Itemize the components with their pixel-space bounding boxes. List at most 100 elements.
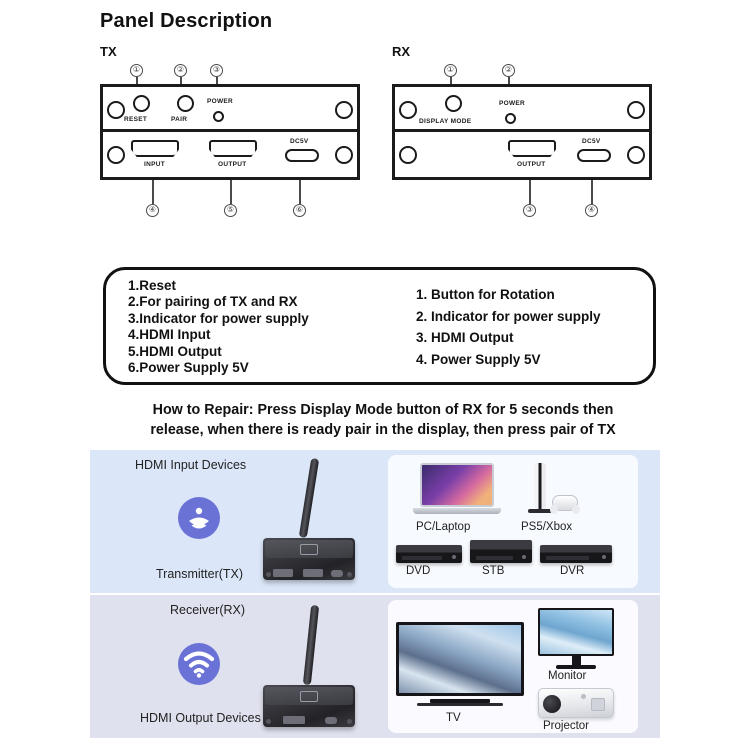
output-label: OUTPUT [218,161,247,168]
list-item: 4.HDMI Input [128,327,211,343]
device-top-surface [265,540,353,558]
hdmi-output-port-graphic [508,140,556,157]
indicator-dot [522,555,526,559]
rx-label: RX [392,44,411,59]
rx-legend-column: 1. Button for Rotation 2. Indicator for … [416,284,601,370]
laptop-base [413,508,501,514]
screw-hole [399,101,417,119]
screw-hole [107,146,125,164]
tx-device-body: RESET PAIR POWER INPUT OUTPUT DC5V [100,84,360,180]
tx-legend-column: 1.Reset 2.For pairing of TX and RX 3.Ind… [128,278,309,376]
projector-lens [543,695,561,713]
list-item: 2. Indicator for power supply [416,308,601,324]
receiver-heading: Receiver(RX) [170,603,246,617]
power-label: POWER [207,98,234,105]
how-to-repair-note: How to Repair: Press Display Mode button… [103,400,663,440]
receiver-pane: Receiver(RX) HDMI Output Devices [90,595,380,738]
console-body [534,463,546,509]
reset-label: RESET [124,116,148,123]
screw-hole [107,101,125,119]
callout-2: ② [174,64,187,77]
antenna-graphic [298,457,320,539]
ps5-xbox-label: PS5/Xbox [521,521,573,533]
stb-label: STB [482,565,505,577]
display-mode-label: DISPLAY MODE [419,118,472,125]
dc-power-port-graphic [577,149,611,162]
callout-4: ④ [146,204,159,217]
tv-stand [430,699,490,703]
projector-label: Projector [543,720,590,732]
tx-label: TX [100,44,117,59]
display-mode-button-graphic [445,95,462,112]
hdmi-output-devices-caption: HDMI Output Devices [140,711,261,725]
list-item: 5.HDMI Output [128,343,222,359]
cast-icon [178,497,220,539]
power-led-graphic [505,113,516,124]
input-label: INPUT [144,161,165,168]
screw-dot [347,572,352,577]
hdmi-input-port-graphic [131,140,179,157]
rx-front-face: DISPLAY MODE POWER [392,84,652,132]
transmitter-device-photo [255,456,375,588]
callout-4: ④ [585,204,598,217]
power-led-graphic [213,111,224,122]
callout-2: ② [502,64,515,77]
indicator-dot [452,555,456,559]
projector-vent [591,698,605,711]
projector-knob [581,694,586,699]
hdmi-port-graphic [303,569,323,577]
front-panel-strip [546,556,590,560]
callout-line-4 [591,180,593,204]
callout-3: ③ [210,64,223,77]
power-label: POWER [499,100,526,107]
callout-line-4 [152,180,154,204]
page-title: Panel Description [100,10,273,32]
screw-hole [335,101,353,119]
device-logo [300,691,318,702]
how-to-repair-line-2: release, when there is ready pair in the… [150,422,616,438]
dc-label: DC5V [290,138,309,145]
pair-label: PAIR [171,116,188,123]
output-label: OUTPUT [517,161,546,168]
reset-button-graphic [133,95,150,112]
hdmi-port-graphic [283,716,305,724]
input-devices-card: PC/Laptop PS5/Xbox DVD STB [388,455,638,588]
tv-screen [396,622,524,696]
receiver-body-graphic [263,685,355,727]
hdmi-port-graphic [273,569,293,577]
how-to-repair-line-1: How to Repair: Press Display Mode button… [152,402,614,418]
dc-port-graphic [325,717,337,724]
tx-front-face: RESET PAIR POWER [100,84,360,132]
monitor-neck [571,656,581,665]
list-item: 2.For pairing of TX and RX [128,294,298,310]
projector-icon [538,688,614,718]
transmitter-illustration-row: HDMI Input Devices Transmitter(TX) [90,450,660,593]
dvd-player-icon [396,545,462,563]
list-item: 3. HDMI Output [416,330,514,345]
disc-slot [402,556,442,560]
list-item: 1. Button for Rotation [416,287,555,302]
dvr-icon [540,545,612,563]
gamepad-icon [550,495,580,514]
hdmi-input-devices-heading: HDMI Input Devices [135,458,247,472]
monitor-label: Monitor [548,670,587,682]
callout-1: ① [444,64,457,77]
device-logo [300,544,318,555]
screw-hole [399,146,417,164]
panel-diagram-section: TX ① ② ③ RESET PAIR POWER [0,44,750,264]
callout-1: ① [130,64,143,77]
screw-hole [627,101,645,119]
front-panel-strip [476,556,514,560]
pc-laptop-label: PC/Laptop [416,521,471,533]
tx-rear-face: INPUT OUTPUT DC5V [100,132,360,180]
dvr-label: DVR [560,565,585,577]
screw-hole [627,146,645,164]
console-base [528,509,552,513]
callout-line-5 [230,180,232,204]
rx-device-body: DISPLAY MODE POWER OUTPUT DC5V [392,84,652,180]
monitor-screen [538,608,614,656]
screw-dot [266,572,271,577]
list-item: 4. Power Supply 5V [416,351,541,367]
laptop-screen [420,463,494,507]
